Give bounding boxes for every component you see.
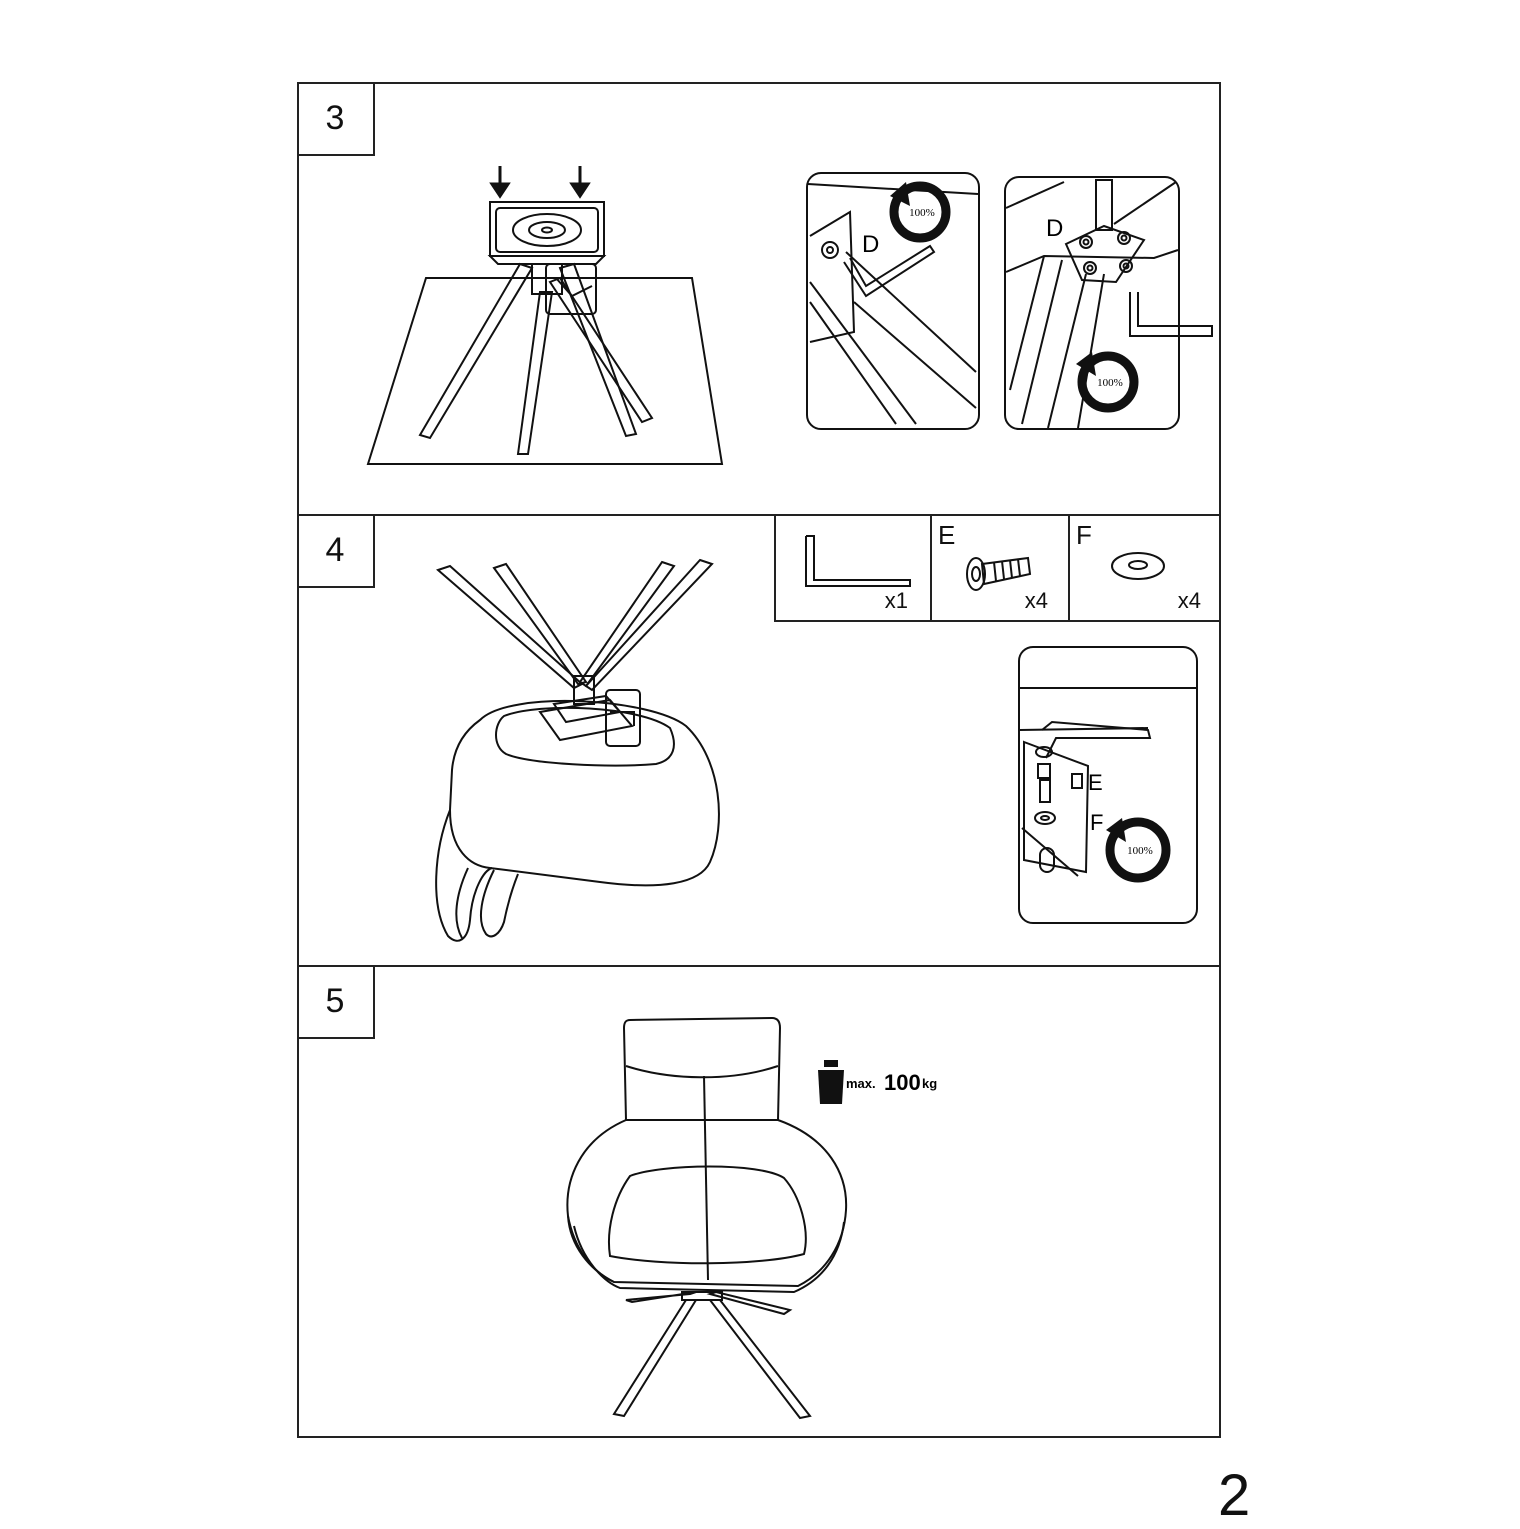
parts-list-item: E x4 <box>930 514 1070 620</box>
weight-icon <box>818 1060 844 1104</box>
step-divider <box>297 965 1221 967</box>
bolt-icon <box>966 556 1032 591</box>
part-quantity: x1 <box>884 588 908 613</box>
step5-assembled-chair-illustration <box>566 1016 848 1420</box>
rotate-clockwise-icon: 100% <box>1076 351 1139 413</box>
step-number-5: 5 <box>297 965 375 1039</box>
step4-detail: E F 100% <box>1018 646 1198 924</box>
washer-icon <box>1111 552 1165 580</box>
rotate-clockwise-icon: 100% <box>1105 817 1171 883</box>
max-load-indicator: max. 100 kg <box>818 1060 937 1104</box>
part-quantity: x4 <box>1024 588 1048 613</box>
step4-seat-upside-down-illustration <box>435 558 720 942</box>
part-letter: E <box>938 520 956 550</box>
hex-key-icon <box>805 535 911 587</box>
part-label-e: E <box>1088 770 1103 795</box>
page-number: 2 <box>1218 1463 1251 1528</box>
page-frame <box>297 82 1221 1438</box>
step-divider <box>297 514 1221 516</box>
parts-list: x1 E x4 F x4 <box>774 514 1221 622</box>
rotate-clockwise-icon: 100% <box>889 181 951 243</box>
parts-list-item: x1 <box>776 514 930 620</box>
svg-text:100%: 100% <box>909 207 935 219</box>
parts-list-item: F x4 <box>1068 514 1223 620</box>
part-label-f: F <box>1090 810 1103 835</box>
step3-base-assembly-illustration <box>366 166 724 465</box>
step3-detail-left: 100% D <box>806 172 980 430</box>
part-label-d: D <box>862 231 879 258</box>
max-load-prefix: max. <box>846 1076 876 1091</box>
step-number-4: 4 <box>297 514 375 588</box>
max-load-unit: kg <box>922 1076 937 1091</box>
step3-detail-right: 100% D <box>1004 176 1213 430</box>
step-number-3: 3 <box>297 82 375 156</box>
down-arrow-icon <box>489 166 591 199</box>
part-quantity: x4 <box>1177 588 1201 613</box>
part-letter: F <box>1076 520 1092 550</box>
svg-text:100%: 100% <box>1127 845 1153 857</box>
part-label-d: D <box>1046 215 1063 242</box>
max-load-value: 100 <box>884 1070 921 1095</box>
svg-text:100%: 100% <box>1097 377 1123 389</box>
